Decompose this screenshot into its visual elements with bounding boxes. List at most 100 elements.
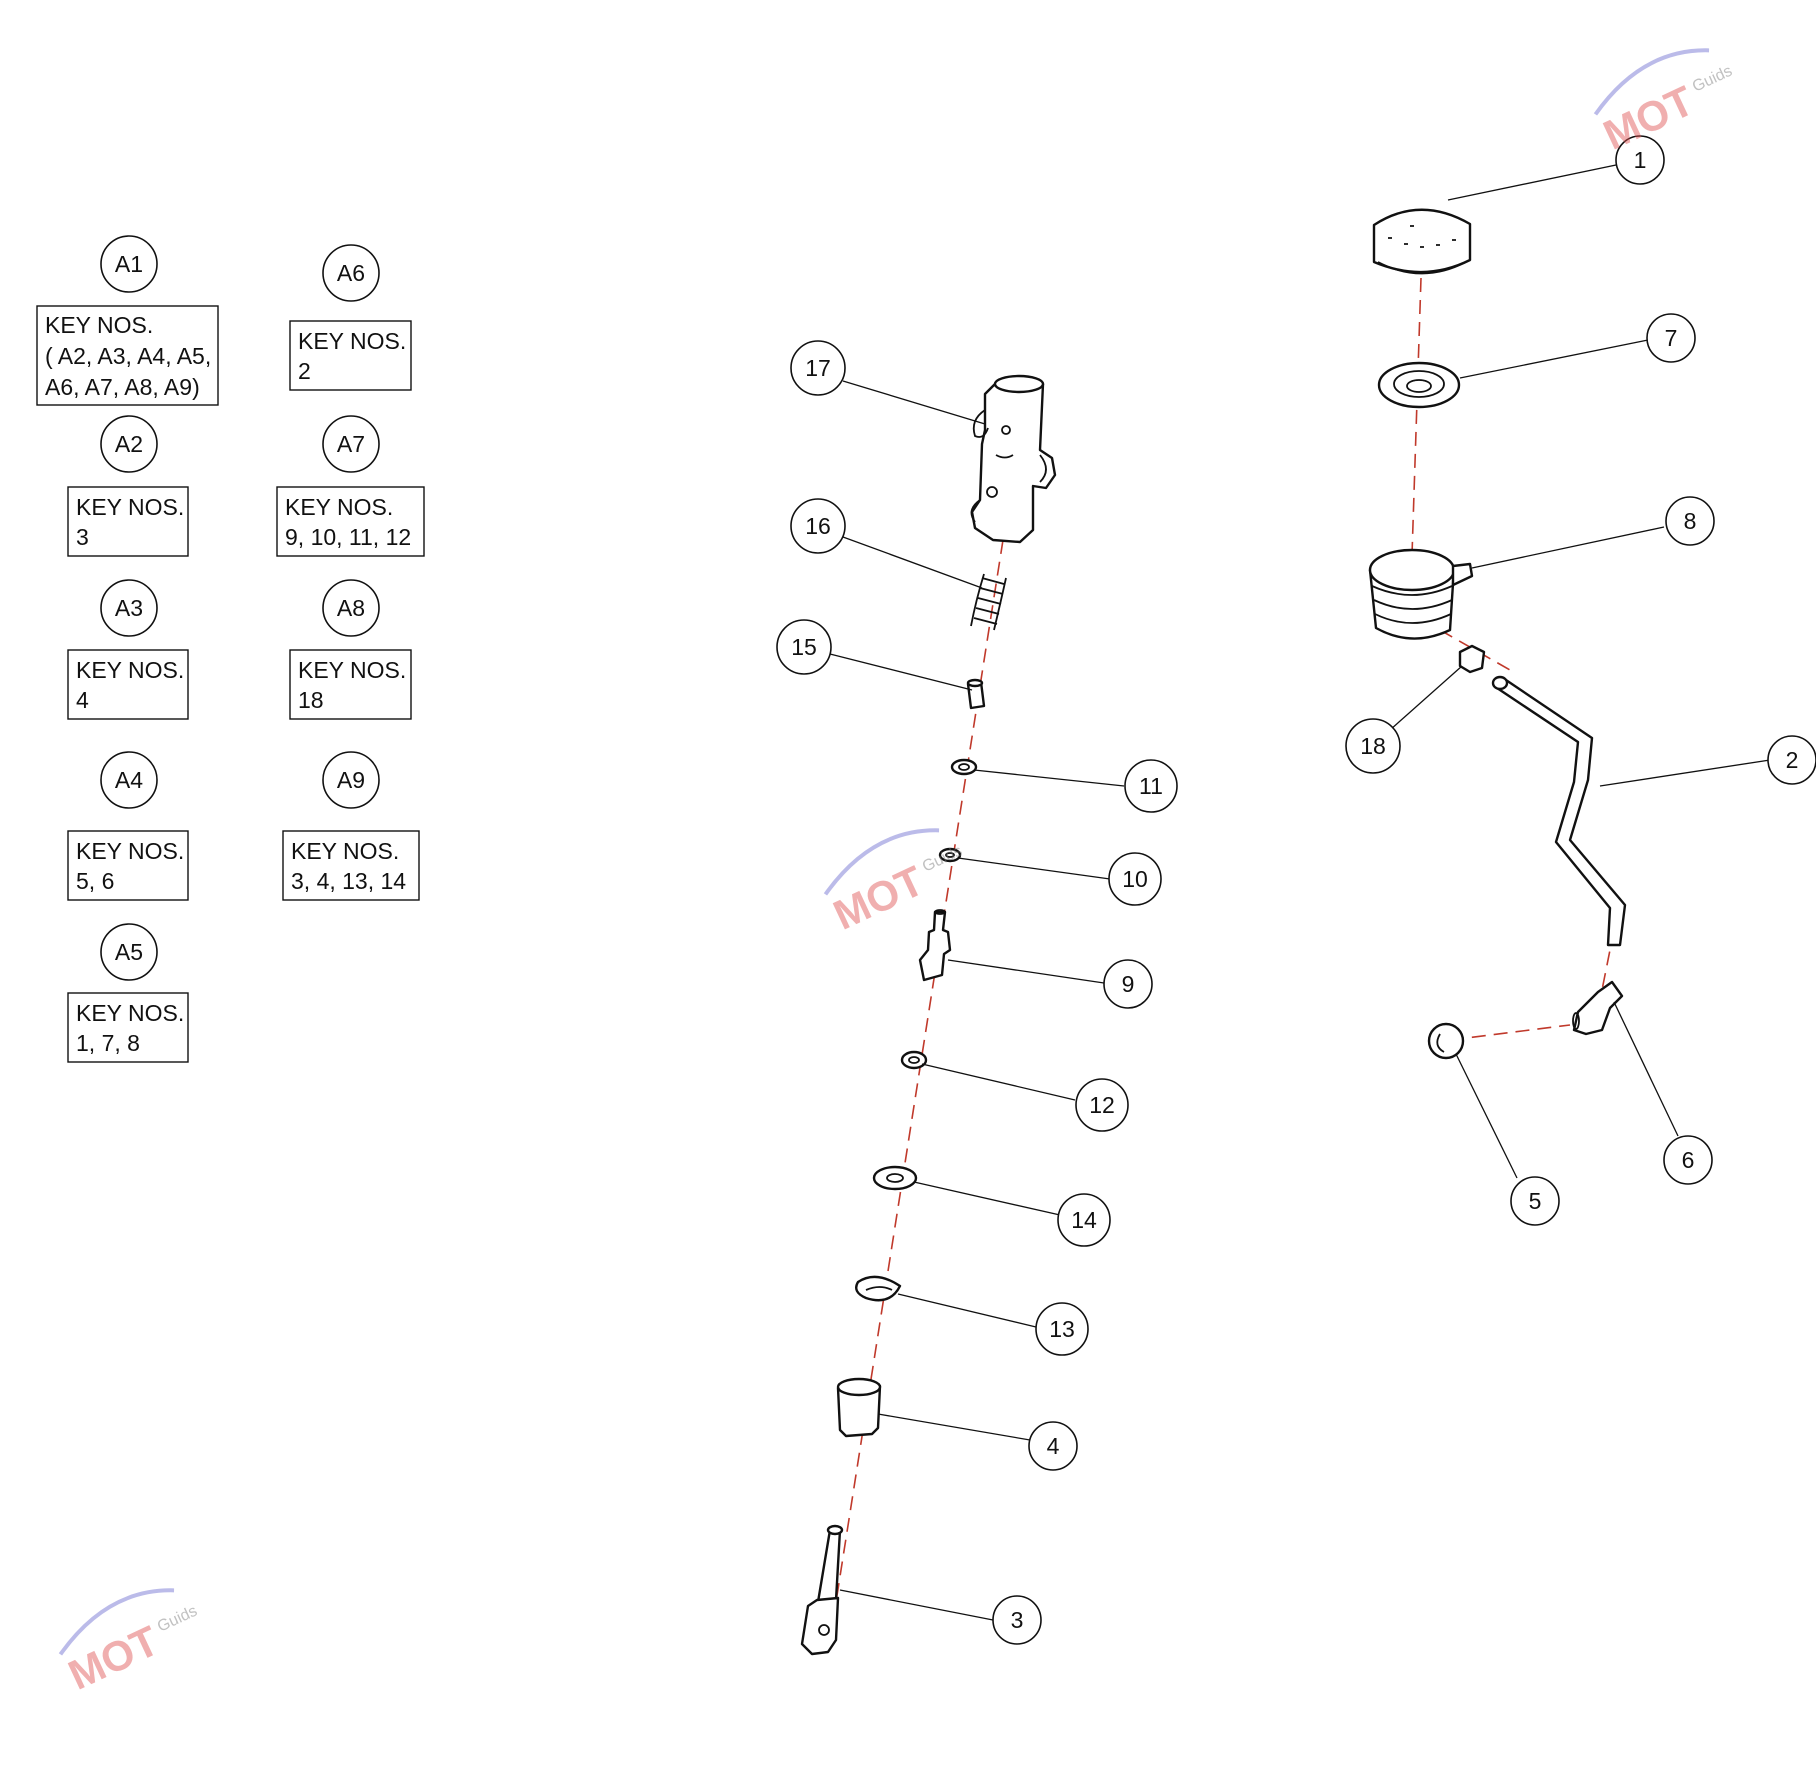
assembly-id: A4	[115, 767, 143, 793]
svg-text:4: 4	[1047, 1433, 1060, 1459]
svg-text:10: 10	[1122, 866, 1148, 892]
callout-13: 13	[1035, 1302, 1089, 1356]
svg-text:8: 8	[1684, 508, 1697, 534]
part-16-spring	[970, 573, 1007, 631]
part-11-seal	[950, 758, 978, 776]
svg-text:6: 6	[1682, 1147, 1695, 1173]
key-numbers: 3	[76, 524, 89, 550]
callout-9: 9	[1103, 959, 1153, 1009]
reservoir-assembly	[1368, 208, 1627, 1060]
svg-text:Guids: Guids	[920, 843, 965, 876]
svg-text:2: 2	[1786, 747, 1799, 773]
svg-text:1: 1	[1634, 147, 1647, 173]
assembly-id: A9	[337, 767, 365, 793]
part-18-clip	[1458, 644, 1486, 674]
assembly-id: A3	[115, 595, 143, 621]
key-numbers: 18	[298, 687, 324, 713]
key-heading: KEY NOS.	[298, 328, 406, 354]
assembly-id: A7	[337, 431, 365, 457]
assembly-key-a1: A1 KEY NOS. ( A2, A3, A4, A5, A6, A7, A8…	[36, 235, 219, 406]
part-7-diaphragm	[1377, 361, 1461, 409]
callout-16: 16	[790, 498, 846, 554]
part-14-washer	[872, 1165, 918, 1191]
callout-3: 3	[992, 1595, 1042, 1645]
watermark-bottom-left: MOT Guids	[58, 1588, 200, 1699]
key-heading: KEY NOS.	[76, 1000, 184, 1026]
key-numbers: ( A2, A3, A4, A5,	[45, 343, 211, 369]
key-numbers: A6, A7, A8, A9)	[45, 374, 200, 400]
callout-2: 2	[1767, 735, 1816, 785]
assembly-key-a8: A8 KEY NOS. 18	[289, 579, 412, 720]
svg-text:15: 15	[791, 634, 817, 660]
callout-12: 12	[1075, 1078, 1129, 1132]
key-heading: KEY NOS.	[298, 657, 406, 683]
key-numbers: 5, 6	[76, 868, 114, 894]
assembly-axis	[829, 539, 1004, 1641]
callout-18: 18	[1345, 718, 1401, 774]
part-13-circlip	[855, 1275, 902, 1302]
callout-6: 6	[1663, 1135, 1713, 1185]
part-9-piston	[918, 909, 952, 982]
assembly-key-a7: A7 KEY NOS. 9, 10, 11, 12	[276, 415, 425, 557]
svg-text:MOT: MOT	[826, 857, 931, 939]
callout-14: 14	[1057, 1193, 1111, 1247]
svg-text:17: 17	[805, 355, 831, 381]
key-numbers: 1, 7, 8	[76, 1030, 140, 1056]
assembly-id: A2	[115, 431, 143, 457]
assembly-key-a3: A3 KEY NOS. 4	[67, 579, 189, 720]
callout-7: 7	[1646, 313, 1696, 363]
assembly-key-a9: A9 KEY NOS. 3, 4, 13, 14	[282, 751, 420, 901]
key-heading: KEY NOS.	[76, 494, 184, 520]
callout-4: 4	[1028, 1421, 1078, 1471]
part-12-seal	[900, 1050, 928, 1070]
assembly-id: A6	[337, 260, 365, 286]
part-15-spring-seat	[966, 678, 986, 710]
svg-text:Guids: Guids	[1690, 63, 1735, 96]
key-numbers: 2	[298, 358, 311, 384]
part-17-cylinder-body	[970, 374, 1057, 544]
callout-1: 1	[1615, 135, 1665, 185]
svg-text:9: 9	[1122, 971, 1135, 997]
part-1-reservoir-cap	[1372, 208, 1472, 275]
assembly-key-legend: A1 KEY NOS. ( A2, A3, A4, A5, A6, A7, A8…	[36, 235, 425, 1063]
svg-text:3: 3	[1011, 1607, 1024, 1633]
hose-axis	[1439, 629, 1511, 671]
callout-15: 15	[776, 619, 832, 675]
key-heading: KEY NOS.	[45, 312, 153, 338]
part-2-hose	[1491, 675, 1627, 947]
key-heading: KEY NOS.	[76, 838, 184, 864]
assembly-key-a5: A5 KEY NOS. 1, 7, 8	[67, 923, 189, 1063]
assembly-key-a2: A2 KEY NOS. 3	[67, 415, 189, 557]
assembly-id: A5	[115, 939, 143, 965]
svg-text:14: 14	[1071, 1207, 1097, 1233]
part-3-pushrod	[800, 1524, 844, 1656]
key-heading: KEY NOS.	[285, 494, 393, 520]
part-5-plug	[1427, 1022, 1465, 1060]
svg-text:18: 18	[1360, 733, 1386, 759]
key-numbers: 4	[76, 687, 89, 713]
watermark-top-right: MOT Guids	[1593, 48, 1735, 159]
key-numbers: 3, 4, 13, 14	[291, 868, 406, 894]
svg-text:16: 16	[805, 513, 831, 539]
key-heading: KEY NOS.	[76, 657, 184, 683]
assembly-id: A8	[337, 595, 365, 621]
callout-leaders	[829, 159, 1771, 1621]
callout-10: 10	[1108, 852, 1162, 906]
callout-11: 11	[1124, 759, 1178, 813]
callout-8: 8	[1665, 496, 1715, 546]
part-4-boot	[836, 1377, 882, 1438]
key-heading: KEY NOS.	[291, 838, 399, 864]
callout-17: 17	[790, 340, 846, 396]
svg-text:13: 13	[1049, 1316, 1075, 1342]
callouts: 1 2 3 4 5 6 7 8 9 10 11 12 13 14 15 16 1…	[776, 135, 1816, 1645]
callout-5: 5	[1510, 1176, 1560, 1226]
svg-text:5: 5	[1529, 1188, 1542, 1214]
svg-text:7: 7	[1665, 325, 1678, 351]
assembly-key-a6: A6 KEY NOS. 2	[289, 244, 412, 391]
part-6-elbow-fitting	[1572, 980, 1624, 1036]
svg-text:11: 11	[1139, 773, 1163, 799]
assembly-id: A1	[115, 251, 143, 277]
assembly-key-a4: A4 KEY NOS. 5, 6	[67, 751, 189, 901]
reservoir-axis	[1411, 277, 1422, 556]
pushrod-assembly	[800, 374, 1057, 1656]
